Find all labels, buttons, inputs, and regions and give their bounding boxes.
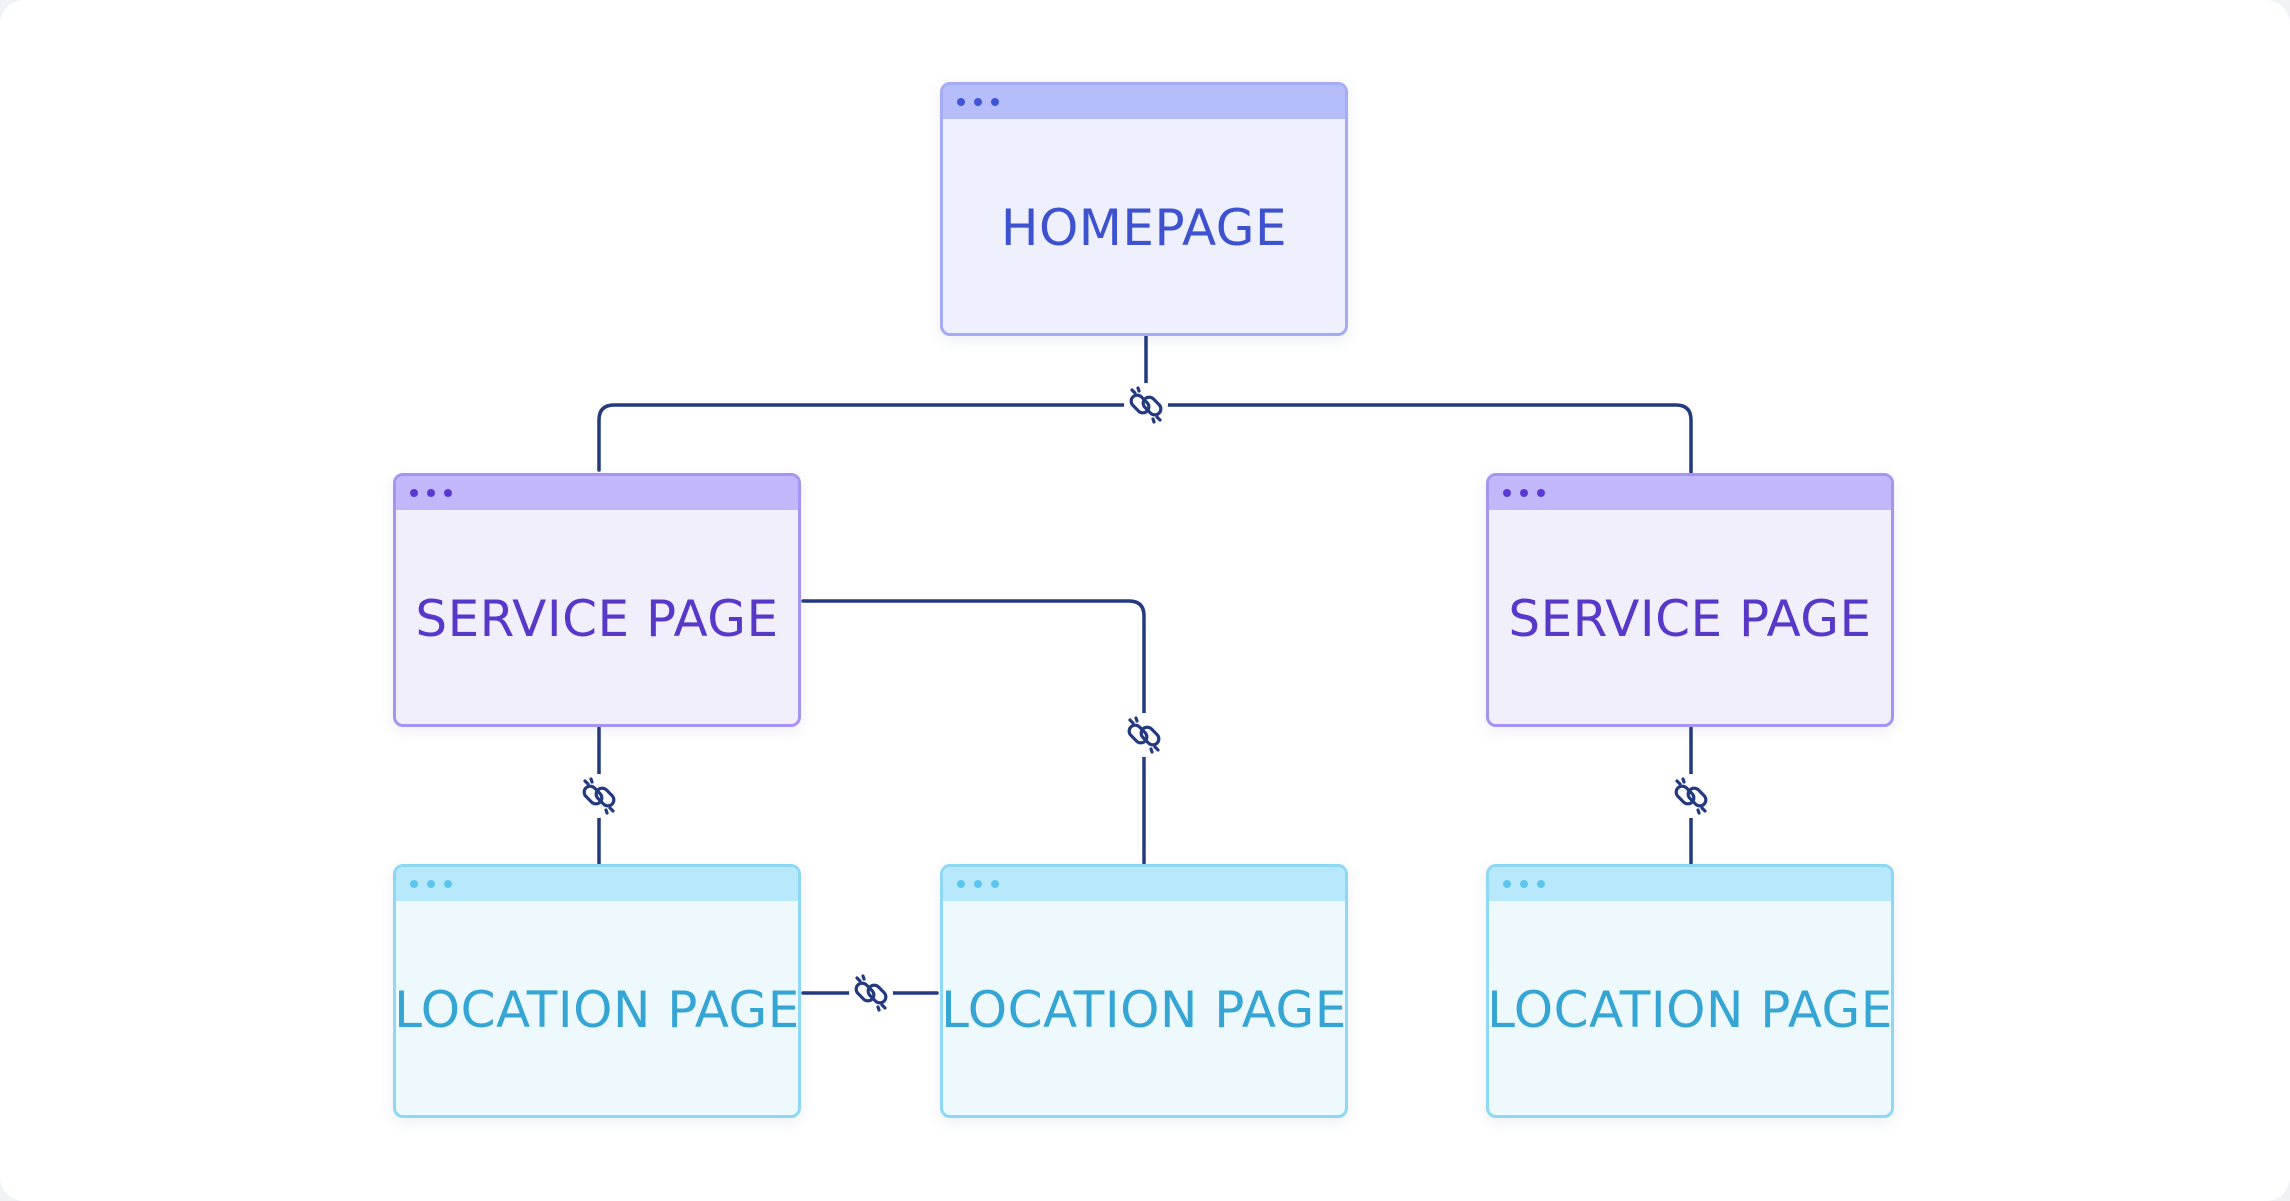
window-dot-icon [1503,489,1511,497]
window-dot-icon [1537,489,1545,497]
window-dot-icon [1520,880,1528,888]
window-dot-icon [991,98,999,106]
location-page-left-node: LOCATION PAGE [393,864,801,1118]
window-dot-icon [427,880,435,888]
location-page-left-label: LOCATION PAGE [394,980,800,1039]
window-dot-icon [1503,880,1511,888]
connector-home-to-service-left [597,334,1148,472]
window-titlebar [396,476,798,510]
window-titlebar [1489,476,1891,510]
chain-link-icon [1124,383,1168,427]
service-page-left-node: SERVICE PAGE [393,473,801,727]
window-dot-icon [974,880,982,888]
homepage-label: HOMEPAGE [1000,198,1288,257]
chain-link-icon [849,971,893,1015]
location-page-right-label: LOCATION PAGE [1487,980,1893,1039]
window-dot-icon [957,880,965,888]
window-titlebar [1489,867,1891,901]
chain-link-icon [1669,774,1713,818]
chain-link-icon [577,774,621,818]
location-page-middle-node: LOCATION PAGE [940,864,1348,1118]
window-dot-icon [444,489,452,497]
service-page-right-label: SERVICE PAGE [1508,589,1872,648]
window-dot-icon [427,489,435,497]
location-page-right-node: LOCATION PAGE [1486,864,1894,1118]
window-titlebar [396,867,798,901]
service-page-left-label: SERVICE PAGE [415,589,779,648]
connector-home-to-service-right [1144,403,1693,474]
window-titlebar [943,867,1345,901]
window-dot-icon [1537,880,1545,888]
chain-link-icon [1122,713,1166,757]
window-titlebar [943,85,1345,119]
window-dot-icon [957,98,965,106]
homepage-node: HOMEPAGE [940,82,1348,336]
window-dot-icon [410,880,418,888]
window-dot-icon [1520,489,1528,497]
connector-service-left-to-location-middle [801,599,1146,865]
service-page-right-node: SERVICE PAGE [1486,473,1894,727]
window-dot-icon [444,880,452,888]
location-page-middle-label: LOCATION PAGE [941,980,1347,1039]
window-dot-icon [974,98,982,106]
window-dot-icon [410,489,418,497]
window-dot-icon [991,880,999,888]
